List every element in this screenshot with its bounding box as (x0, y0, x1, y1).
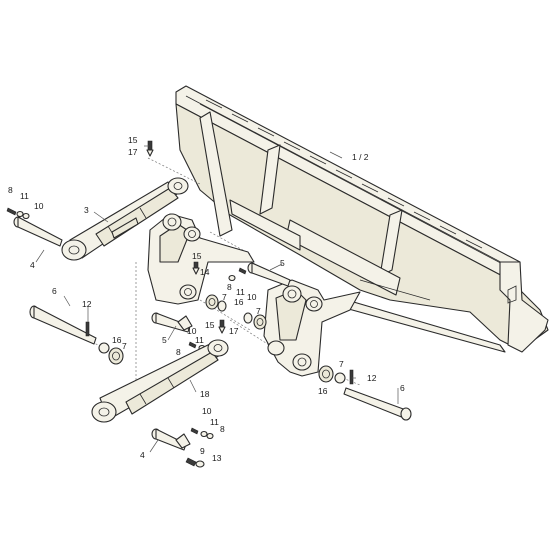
pin-lower (151, 428, 191, 451)
callout-7-center-left: 7 (222, 292, 227, 302)
callout-10-upper-left: 10 (34, 201, 44, 211)
left-mounting-bracket (147, 213, 255, 305)
grease-fitting-top (146, 140, 154, 157)
pin-upper-center (247, 262, 291, 287)
callout-1-2: 1 / 2 (352, 152, 369, 162)
callout-12-right: 12 (367, 373, 377, 383)
nut-assembly-lower (185, 457, 205, 468)
pin-lower-center (151, 312, 206, 352)
pin-upper-left (13, 216, 63, 247)
pin-lower-right (318, 365, 412, 421)
callout-11-lower-center: 11 (195, 335, 204, 345)
callout-labels: 15 17 1 / 2 8 11 10 3 4 15 14 5 8 11 10 … (8, 135, 405, 463)
callout-15-top: 15 (128, 135, 138, 145)
bolt-set-upper-left (6, 207, 30, 220)
callout-11-center: 11 (236, 287, 245, 297)
bushing-set-upper-center (205, 267, 267, 330)
callout-8-upper-left: 8 (8, 185, 13, 195)
callout-7-left: 7 (122, 341, 127, 351)
grease-fitting-left-bracket (192, 261, 200, 275)
callout-5-upper: 5 (280, 258, 285, 268)
callout-14: 14 (200, 267, 210, 277)
callout-5-lower: 5 (162, 335, 167, 345)
callout-8-lower-center: 8 (176, 347, 181, 357)
callout-17-lower: 17 (229, 326, 239, 336)
callout-4-lower: 4 (140, 450, 145, 460)
leader-lines (35, 145, 399, 453)
callout-8-lower: 8 (220, 424, 225, 434)
callout-11-lower: 11 (210, 417, 219, 427)
callout-16-left: 16 (112, 335, 122, 345)
callout-7-right: 7 (339, 359, 344, 369)
callout-8-center: 8 (227, 282, 232, 292)
callout-12-left: 12 (82, 299, 92, 309)
callout-13: 13 (212, 453, 222, 463)
bolt-set-lower (190, 427, 214, 440)
callout-7-center-right: 7 (256, 306, 261, 316)
upper-hydraulic-cylinder (61, 177, 189, 261)
callout-16-center: 16 (234, 297, 244, 307)
blade-assembly (175, 85, 549, 353)
callout-15-bracket: 15 (192, 251, 202, 261)
callout-10-lower-center: 10 (187, 326, 197, 336)
callout-3: 3 (84, 205, 89, 215)
callout-10-lower: 10 (202, 406, 212, 416)
callout-6-left: 6 (52, 286, 57, 296)
pin-lower-left (29, 305, 124, 365)
lower-hydraulic-cylinder (91, 339, 229, 423)
grease-fitting-center (218, 319, 226, 334)
callout-6-right: 6 (400, 383, 405, 393)
callout-11-upper-left: 11 (20, 191, 29, 201)
callout-10-center: 10 (247, 292, 257, 302)
callout-15-lower: 15 (205, 320, 215, 330)
callout-9: 9 (200, 446, 205, 456)
callout-16-right: 16 (318, 386, 328, 396)
callout-17-top: 17 (128, 147, 138, 157)
callout-4-upper: 4 (30, 260, 35, 270)
callout-18: 18 (200, 389, 210, 399)
right-mounting-bracket (263, 279, 361, 377)
